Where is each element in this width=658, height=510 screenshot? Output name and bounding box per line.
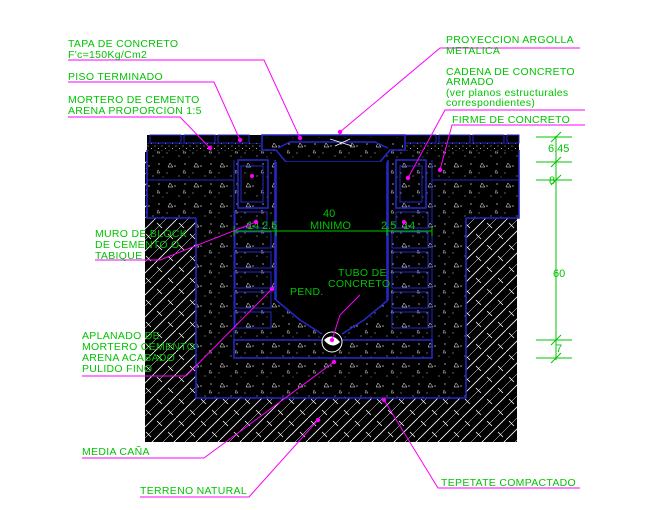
dim-40: 40 [323, 208, 335, 220]
label-tubo-2: CONCRETO [328, 278, 390, 290]
muro-block-right [387, 159, 432, 340]
label-tepetate: TEPETATE COMPACTADO [441, 477, 576, 489]
leader-lines [68, 47, 585, 498]
dim-645: 6.45 [548, 143, 569, 155]
muro-block-left [234, 159, 276, 340]
dim-60: 60 [553, 268, 565, 280]
label-piso: PISO TERMINADO [68, 71, 163, 83]
label-tubo-1: TUBO DE [338, 267, 387, 279]
label-pend: PEND. [290, 286, 324, 298]
tapa-de-concreto [261, 134, 406, 163]
label-cadena-3: (ver planos estructurales [446, 87, 568, 99]
vertical-dimension-chain [536, 131, 572, 364]
excavation-outline [195, 160, 467, 399]
media-cana [275, 299, 389, 346]
dim-minimo: MINIMO [310, 220, 351, 232]
label-media-cana: MEDIA CAÑA [82, 445, 150, 458]
label-muro-3: TABIQUE [95, 250, 142, 262]
label-tapa-1: TAPA DE CONCRETO [68, 38, 178, 50]
dimension-40-minimo [233, 226, 433, 236]
label-firme: FIRME DE CONCRETO [452, 114, 570, 126]
label-terreno: TERRENO NATURAL [140, 485, 247, 497]
label-muro-2: DE CEMENTO O [95, 239, 180, 251]
label-aplanado-3: ARENA ACABADO [82, 352, 175, 364]
label-mortero-2: ARENA PROPORCION 1:5 [68, 105, 202, 117]
label-aplanado-1: APLANADO DE [82, 330, 160, 342]
label-cadena-4: correspondientes) [446, 97, 535, 109]
label-proyeccion-1: PROYECCION ARGOLLA [446, 34, 574, 46]
label-aplanado-4: PULIDO FINO [82, 363, 152, 375]
label-cadena-2: ARMADO [446, 76, 494, 88]
dim-8: 8 [549, 175, 555, 187]
dim-14-right: 14 [403, 220, 415, 232]
label-proyeccion-2: METALICA [446, 45, 500, 57]
label-cadena-1: CADENA DE CONCRETO [446, 66, 575, 78]
dim-25-right: 2.5 [381, 220, 396, 232]
label-mortero-1: MORTERO DE CEMENTO [68, 94, 200, 106]
label-muro-1: MURO DE BLOCK [95, 228, 187, 240]
label-tapa-2: F'c=150Kg/Cm2 [68, 49, 147, 61]
label-aplanado-2: MORTERO CEMENTO [82, 341, 195, 353]
dim-7: 7 [556, 343, 562, 355]
dim-25-left: 2.5 [262, 220, 277, 232]
